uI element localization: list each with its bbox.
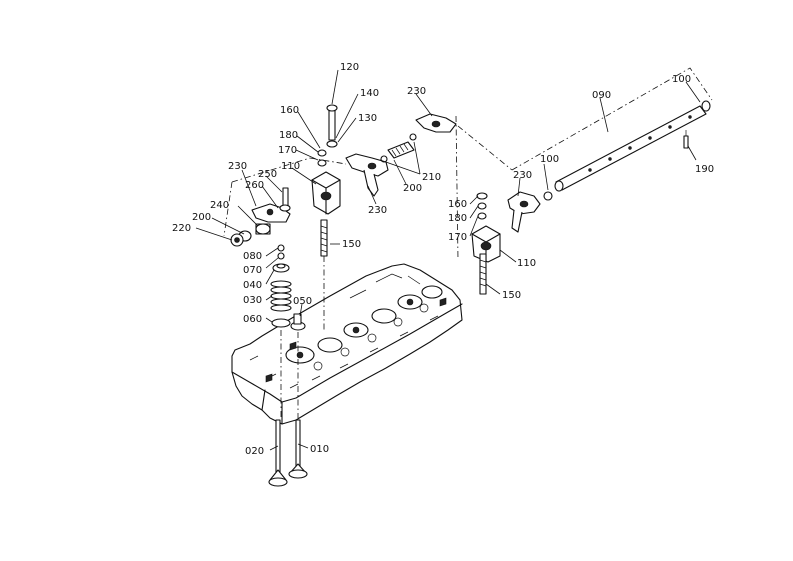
label-230-top: 230 [407,86,426,97]
label-100-top: 100 [672,74,691,85]
label-140: 140 [360,88,379,99]
label-080: 080 [243,251,262,262]
label-150-left: 150 [342,239,361,250]
label-100-middle: 100 [540,154,559,165]
label-230-left-upper: 230 [228,161,247,172]
label-180-left: 180 [279,130,298,141]
label-160-left: 160 [280,105,299,116]
label-060: 060 [243,314,262,325]
leader-lines [195,69,701,451]
label-120: 120 [340,62,359,73]
cylinder-head [231,263,463,425]
label-190: 190 [695,164,714,175]
label-180-right: 180 [448,213,467,224]
rocker-arm-left [223,157,347,247]
label-160-right: 160 [448,199,467,210]
label-240: 240 [210,200,229,211]
valve-intake [268,419,288,487]
label-090: 090 [592,90,611,101]
label-110-right: 110 [517,258,536,269]
label-170-left: 170 [278,145,297,156]
label-050: 050 [293,296,312,307]
label-200-right: 200 [403,183,422,194]
label-110-left: 110 [281,161,300,172]
label-130: 130 [358,113,377,124]
part-labels: 120 140 160 130 180 170 110 230 250 260 … [172,62,714,457]
plug-part [683,130,689,149]
label-010: 010 [310,444,329,455]
rocker-shaft [457,67,713,192]
label-020: 020 [245,446,264,457]
label-230-middle: 230 [368,205,387,216]
label-250: 250 [258,169,277,180]
label-210: 210 [422,172,441,183]
label-200-left: 200 [192,212,211,223]
label-040: 040 [243,280,262,291]
valve-spring-assembly [270,244,306,420]
label-220: 220 [172,223,191,234]
label-260: 260 [245,180,264,191]
valve-exhaust [288,419,308,479]
label-170-right: 170 [448,232,467,243]
label-030: 030 [243,295,262,306]
rocker-assembly-right [415,113,553,295]
label-230-right: 230 [513,170,532,181]
rocker-assembly-left [311,104,417,330]
label-150-right: 150 [502,290,521,301]
label-070: 070 [243,265,262,276]
